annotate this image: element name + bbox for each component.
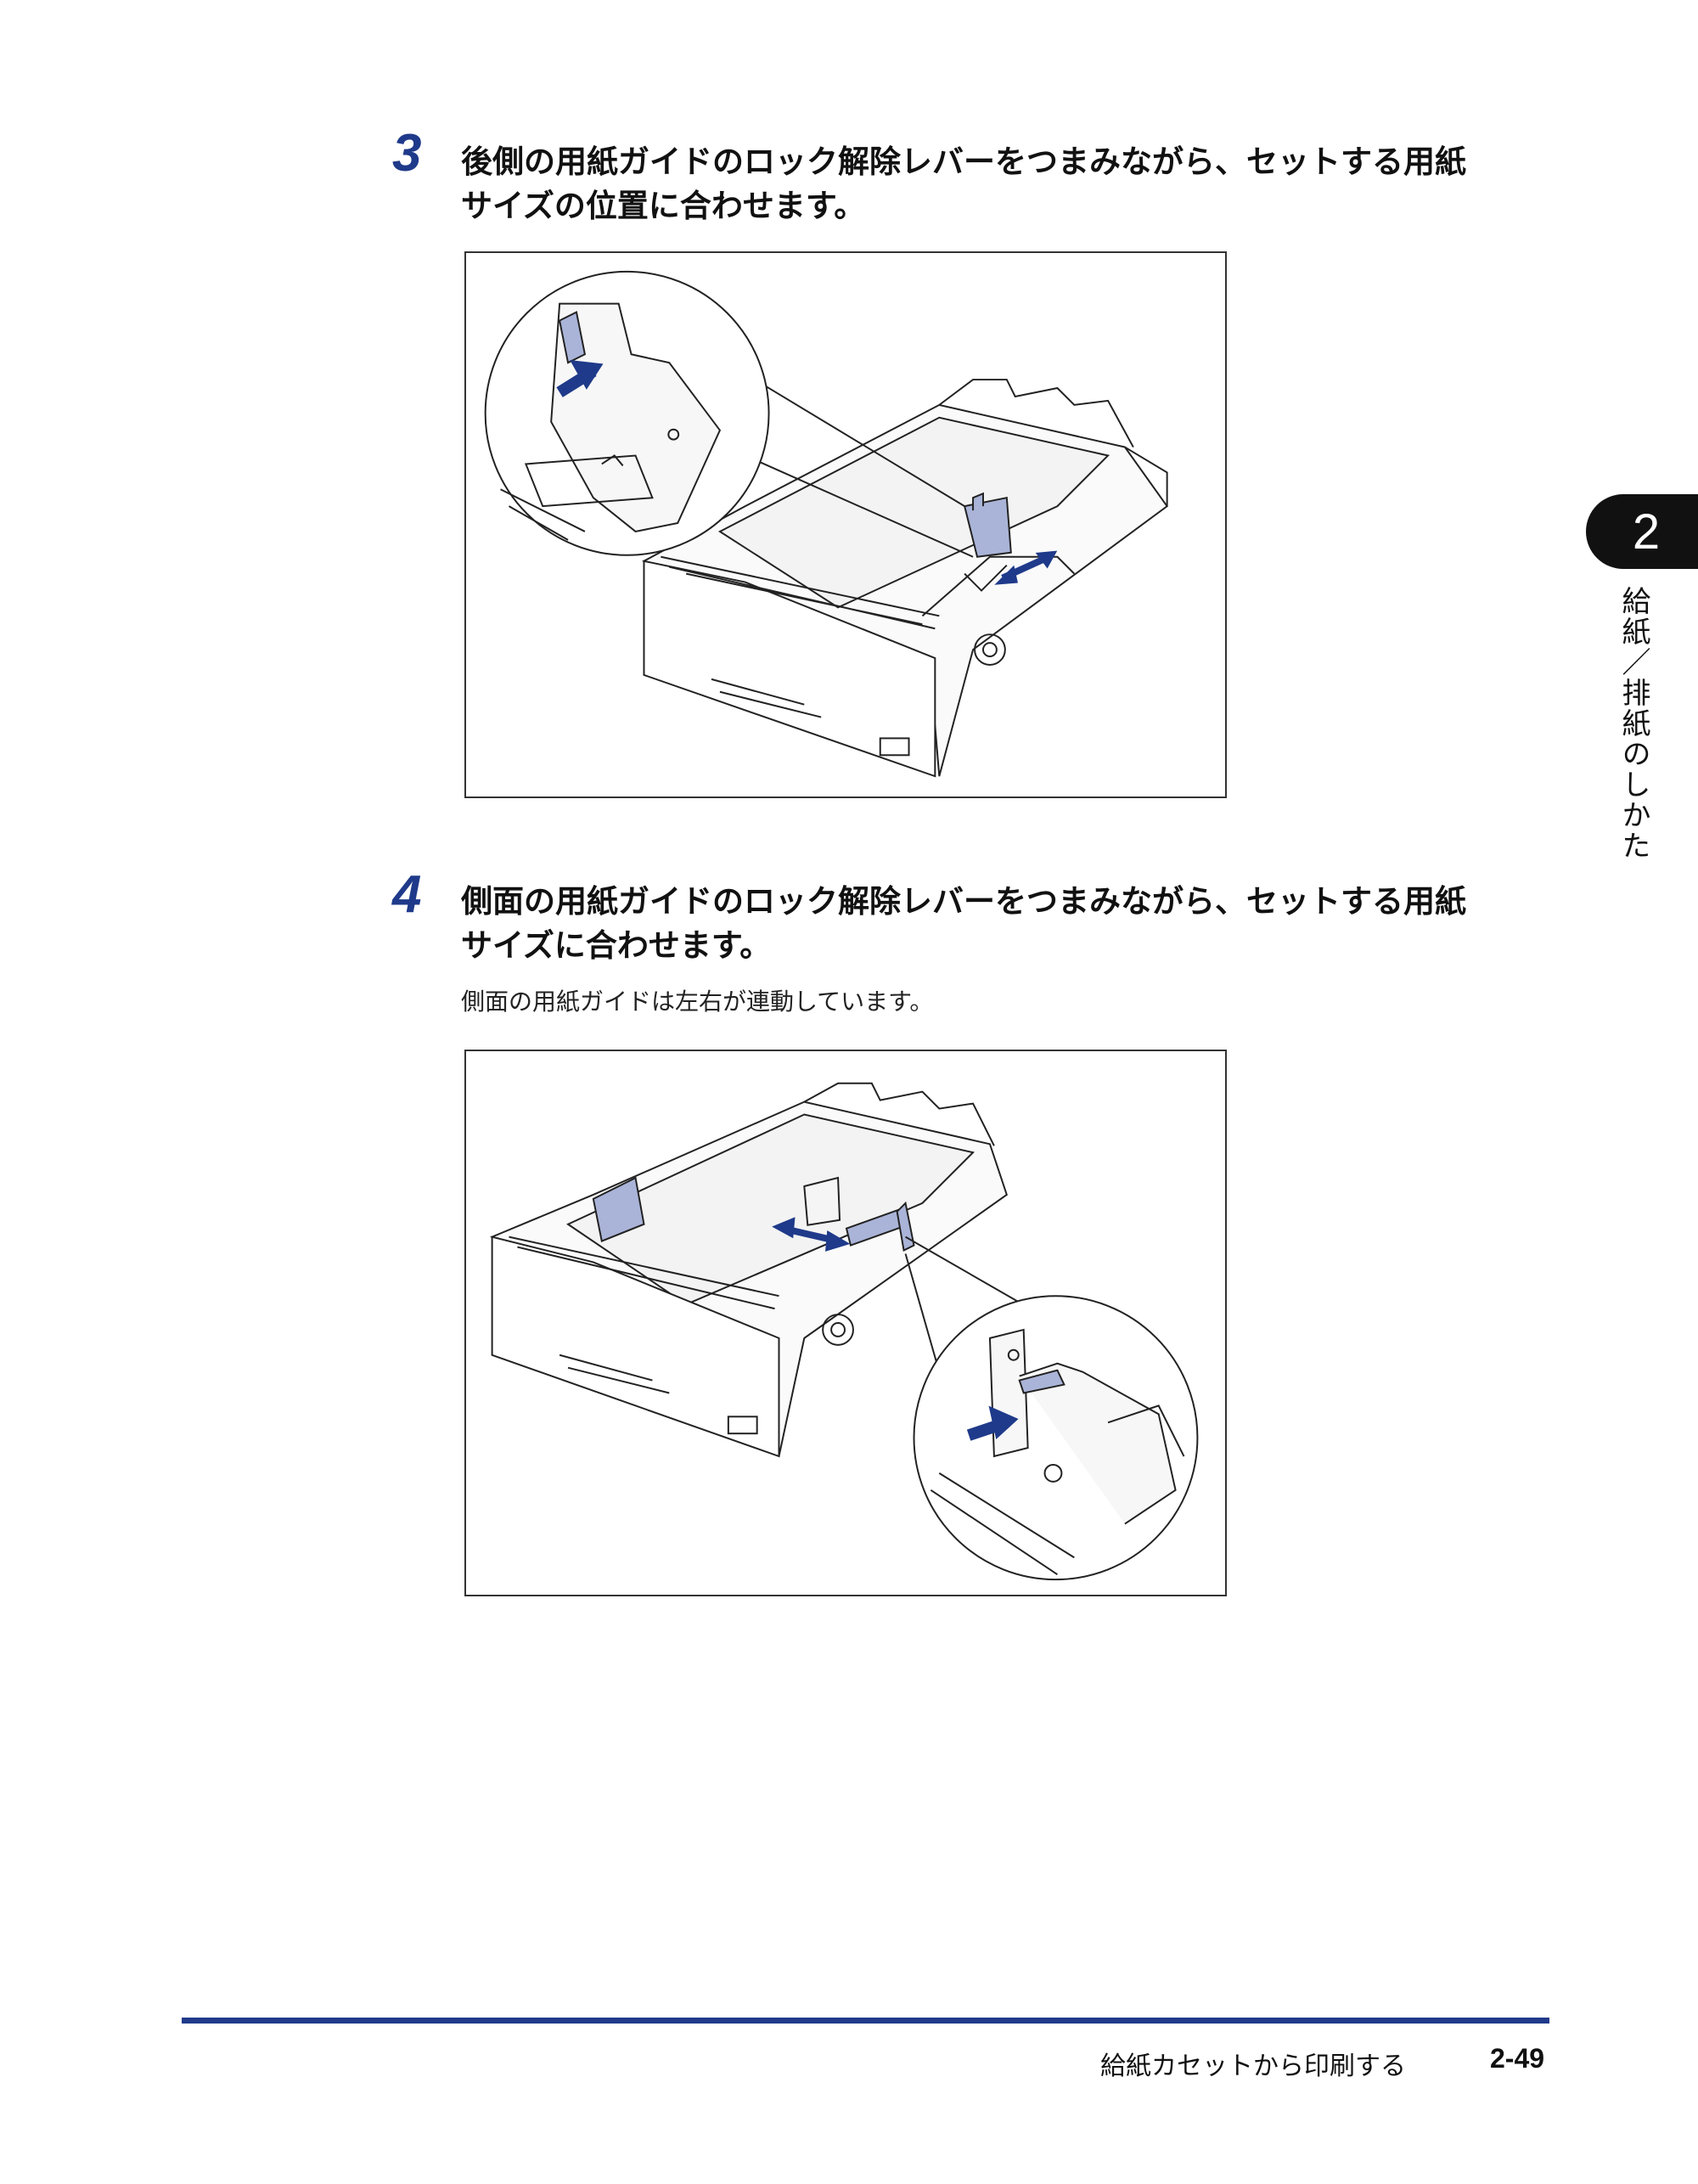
side-guide-illustration — [490, 1082, 1199, 1581]
step-3-text: 後側の用紙ガイドのロック解除レバーをつまみながら、セットする用紙 サイズの位置に… — [461, 140, 1565, 228]
figure-rear-guide — [464, 251, 1227, 798]
figure-side-guide — [464, 1050, 1227, 1596]
step-4-text: 側面の用紙ガイドのロック解除レバーをつまみながら、セットする用紙 サイズに合わせ… — [461, 880, 1565, 968]
step-3-line-2: サイズの位置に合わせます。 — [461, 188, 866, 224]
chapter-tab: 2 — [1586, 494, 1698, 569]
step-4-line-2: サイズに合わせます。 — [461, 927, 772, 964]
step-4-number: 4 — [392, 865, 422, 924]
chapter-number: 2 — [1632, 504, 1661, 560]
step-4-line-1: 側面の用紙ガイドのロック解除レバーをつまみながら、セットする用紙 — [461, 883, 1466, 920]
rear-guide-illustration — [484, 270, 1169, 778]
footer-section-title: 給紙カセットから印刷する — [1100, 2052, 1406, 2081]
step-3-number: 3 — [392, 124, 422, 183]
chapter-title: 給紙／排紙のしかた — [1616, 586, 1650, 861]
footer-rule — [182, 2018, 1549, 2024]
step-4-note: 側面の用紙ガイドは左右が連動しています。 — [461, 988, 934, 1016]
page-number: 2-49 — [1490, 2043, 1545, 2074]
step-3-line-1: 後側の用紙ガイドのロック解除レバーをつまみながら、セットする用紙 — [461, 144, 1466, 180]
